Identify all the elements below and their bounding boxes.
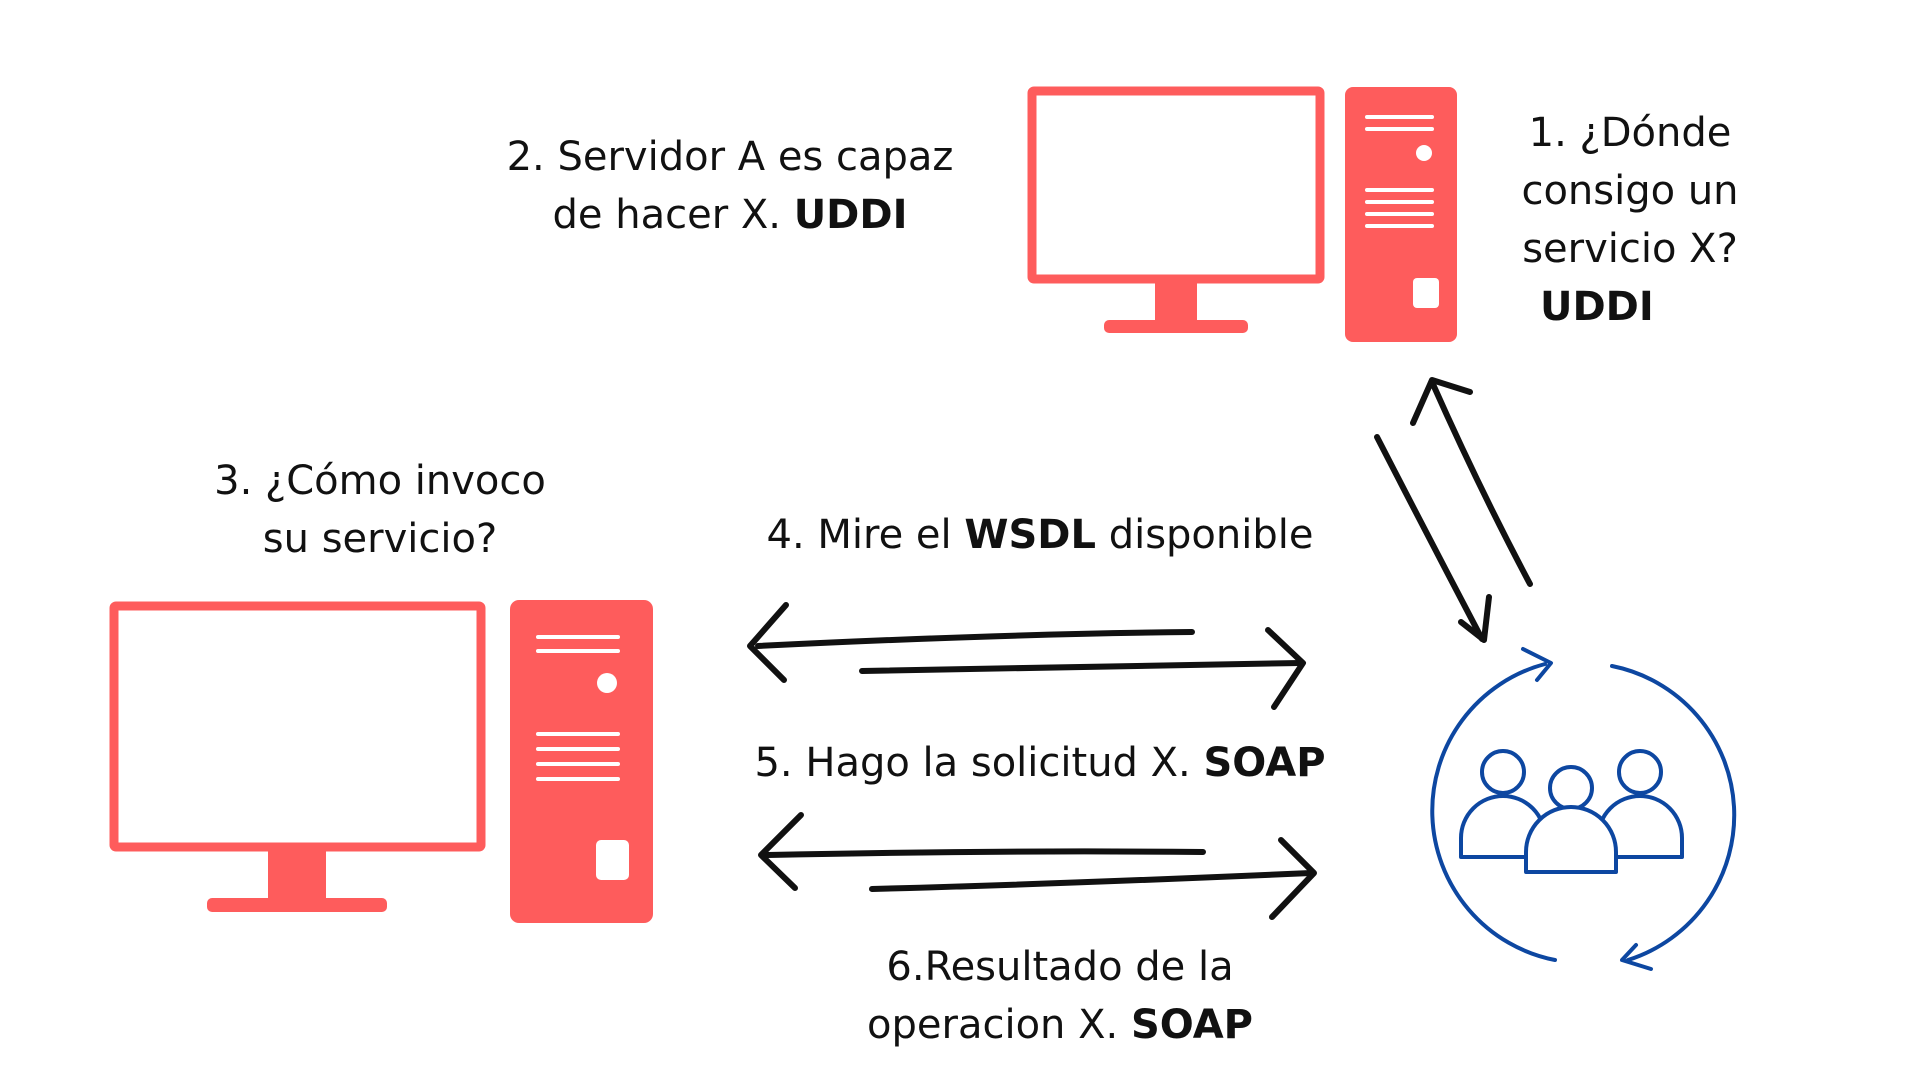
uddi-computer-icon (1027, 86, 1457, 342)
client-monitor (109, 601, 486, 852)
client-tower (510, 600, 653, 923)
step-1-line-2: consigo un (1521, 168, 1739, 214)
step-1-uddi: UDDI (1540, 284, 1654, 330)
service-provider-icon (1430, 647, 1737, 971)
step-3-label: 3. ¿Cómo invoco su servicio? (190, 452, 570, 568)
arrowhead-wsdl-left (747, 602, 789, 683)
arrowhead-soap-left (758, 812, 804, 891)
step-4-wsdl: WSDL (964, 512, 1096, 558)
group-people-icon (1459, 749, 1684, 874)
uddi-monitor-stand (1155, 282, 1197, 322)
client-monitor-stand (268, 850, 326, 902)
step-2-line-2: de hacer X. UDDI (480, 186, 980, 244)
step-1-label: 1. ¿Dónde consigo un servicio X? UDDI (1500, 104, 1760, 336)
step-6-label: 6.Resultado de la operacion X. SOAP (810, 938, 1310, 1054)
step-6-line-1: 6.Resultado de la (886, 944, 1234, 990)
arrow-up-to-uddi (1429, 379, 1533, 587)
uddi-monitor (1027, 86, 1325, 284)
step-1-bold: UDDI (1500, 278, 1760, 336)
step-3-line-1: 3. ¿Cómo invoco (214, 458, 546, 504)
uddi-tower-details (1365, 115, 1434, 228)
step-5-label: 5. Hago la solicitud X. SOAP (740, 734, 1340, 792)
step-1-line-1: 1. ¿Dónde (1528, 110, 1732, 156)
cycle-arrow-lower (1610, 664, 1737, 962)
arrowhead-down-from-uddi (1458, 594, 1492, 643)
arrow-wsdl-right (859, 660, 1303, 674)
cycle-arrowhead-lower (1620, 943, 1653, 971)
client-computer-icon (109, 600, 653, 923)
client-power-light (597, 673, 617, 693)
client-tower-details (536, 635, 620, 781)
step-2-text: de hacer X. (552, 192, 781, 238)
client-monitor-base (207, 898, 387, 912)
uddi-drive-slot (1413, 278, 1439, 308)
step-3-line-2: su servicio? (262, 516, 498, 562)
uddi-monitor-base (1104, 320, 1248, 333)
cycle-arrow-upper (1430, 662, 1557, 962)
arrow-soap-left (765, 848, 1206, 858)
arrowhead-soap-right (1269, 837, 1317, 920)
arrow-wsdl-left (755, 629, 1195, 649)
step-5-soap: SOAP (1203, 740, 1326, 786)
cycle-arrowhead-upper (1521, 647, 1553, 682)
step-4-suffix: disponible (1108, 512, 1314, 558)
arrowhead-wsdl-right (1265, 627, 1306, 710)
step-6-text: operacion X. (867, 1002, 1119, 1048)
step-1-line-3: servicio X? (1522, 226, 1738, 272)
step-5-prefix: 5. Hago la solicitud X. (754, 740, 1191, 786)
step-6-line-2: operacion X. SOAP (810, 996, 1310, 1054)
step-4-label: 4. Mire el WSDL disponible (720, 506, 1360, 564)
arrow-group (747, 377, 1533, 920)
client-drive-slot (596, 840, 629, 880)
arrowhead-up-to-uddi (1410, 377, 1473, 426)
arrow-down-from-uddi (1374, 434, 1485, 642)
uddi-power-light (1416, 145, 1432, 161)
step-6-soap: SOAP (1130, 1002, 1253, 1048)
step-2-uddi: UDDI (793, 192, 908, 238)
step-4-prefix: 4. Mire el (766, 512, 952, 558)
arrow-soap-right (869, 870, 1314, 892)
step-2-line-1: 2. Servidor A es capaz (506, 134, 954, 180)
step-2-label: 2. Servidor A es capaz de hacer X. UDDI (480, 128, 980, 244)
